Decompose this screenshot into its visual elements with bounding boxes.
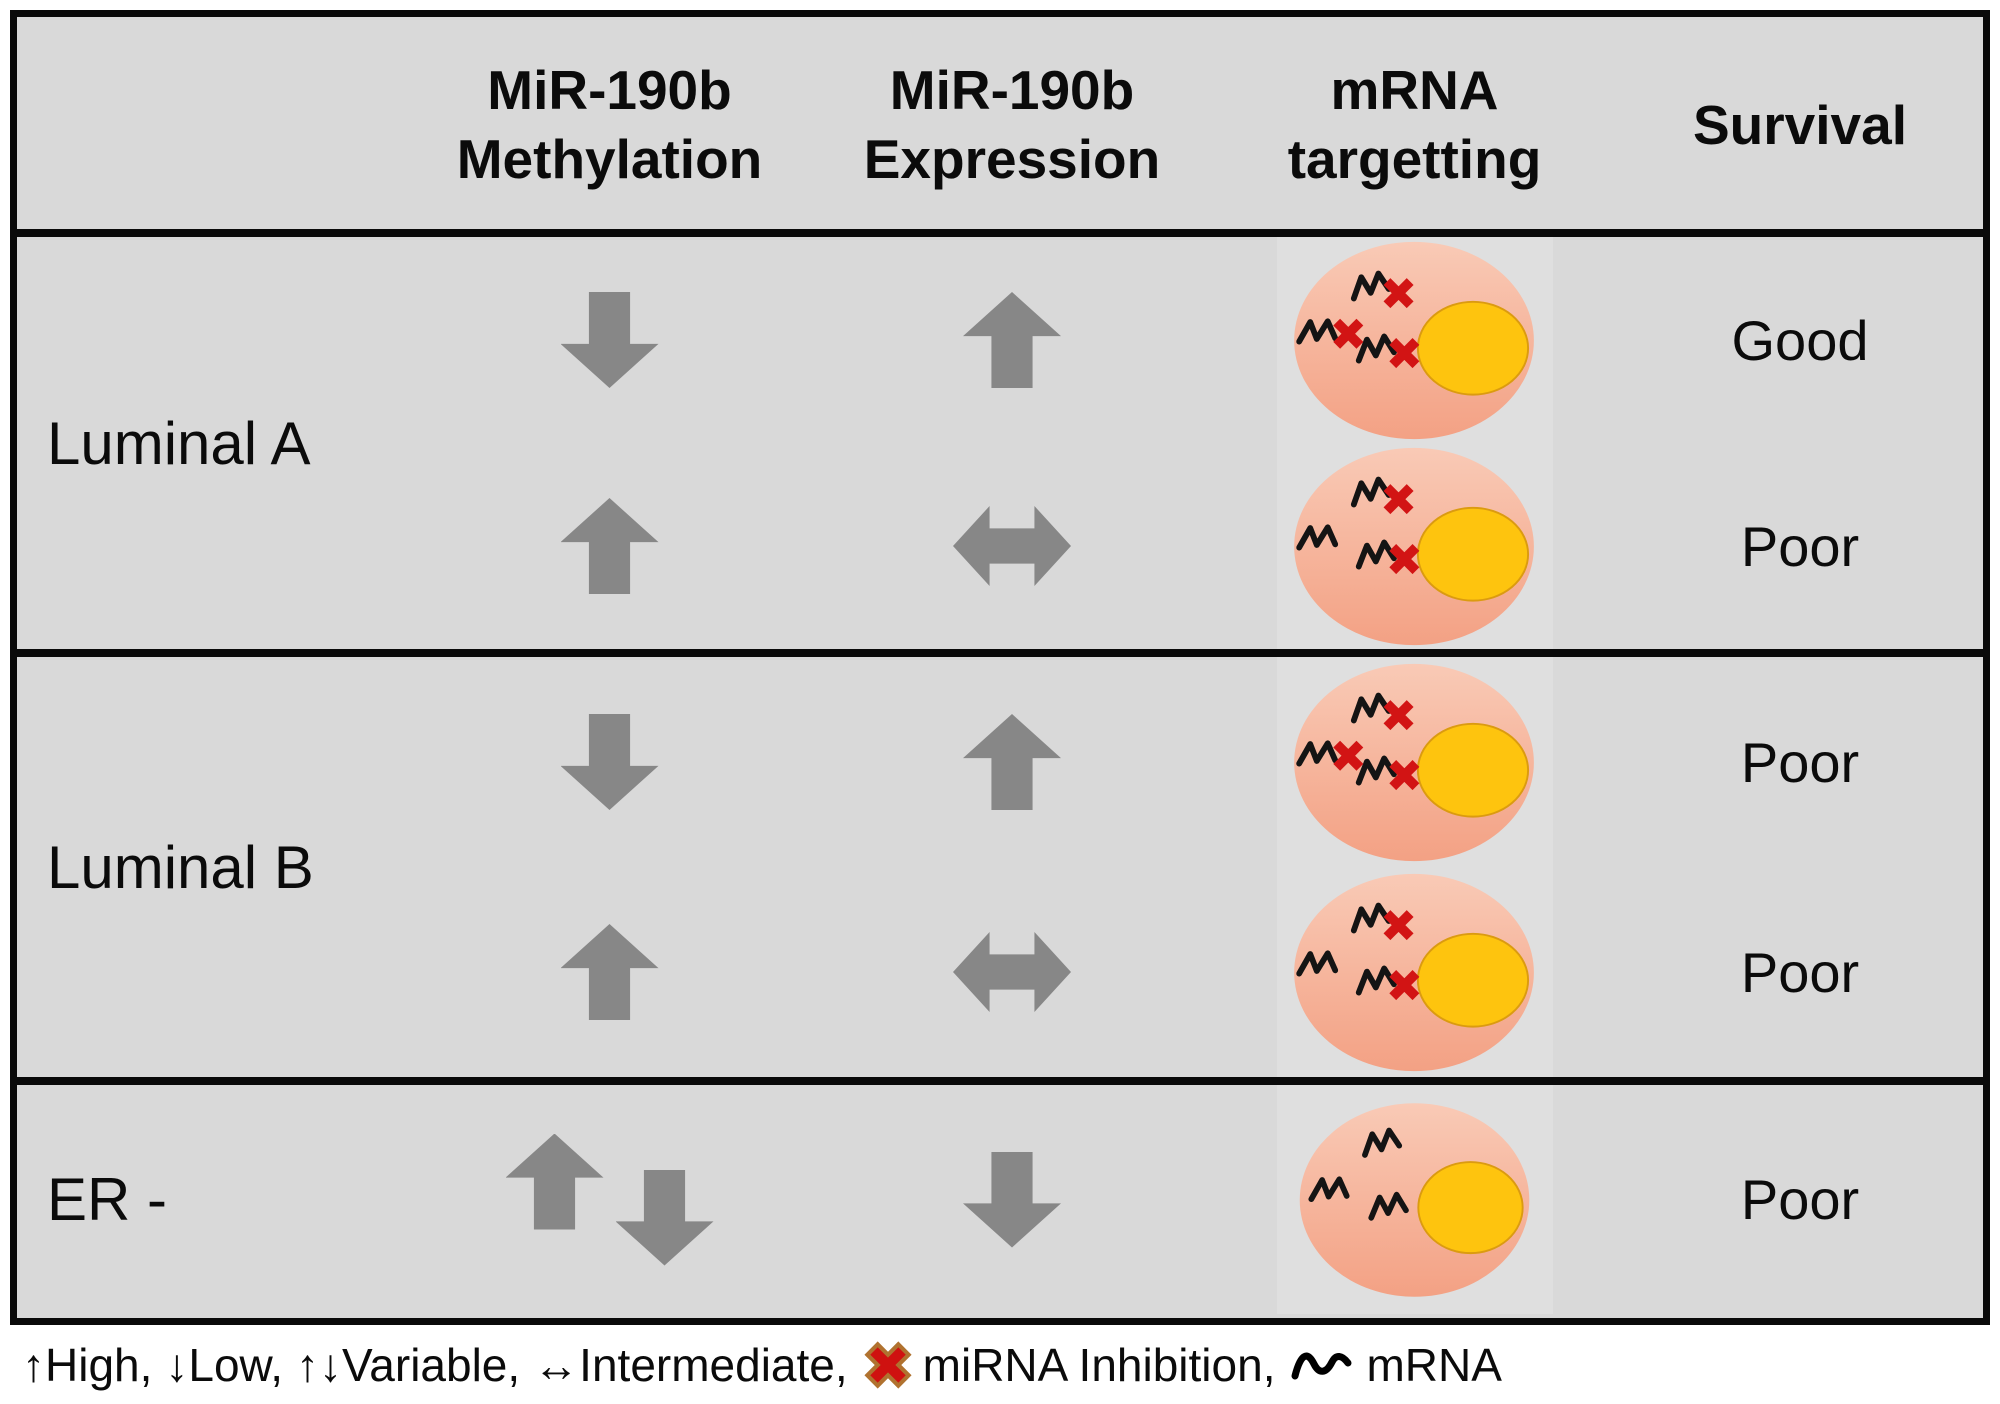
cell-illustration-partial-inhibited-icon	[1294, 447, 1534, 645]
header-line: Methylation	[456, 128, 763, 190]
row-luminal-b: Luminal B	[17, 649, 1983, 1077]
survival-value: Poor	[1740, 514, 1860, 578]
luminal-a-expression-column	[812, 237, 1212, 649]
er-mrna-column	[1212, 1085, 1617, 1314]
row-luminal-a: Luminal A	[17, 229, 1983, 649]
arrow-down-icon	[963, 1151, 1061, 1248]
legend: ↑High, ↓Low, ↑↓Variable, ↔Intermediate, …	[22, 1332, 1502, 1398]
legend-item-variable: ↑↓Variable,	[296, 1339, 521, 1391]
header-line: Survival	[1692, 93, 1907, 156]
row-label-luminal-a: Luminal A	[47, 409, 311, 477]
header-line: targetting	[1287, 128, 1542, 190]
er-expression-column	[812, 1085, 1212, 1314]
luminal-b-survival-column: Poor Poor	[1617, 657, 1983, 1077]
legend-label: miRNA Inhibition,	[922, 1339, 1276, 1391]
arrows-up-down-variable-icon	[505, 1133, 714, 1266]
legend-item-high: ↑High,	[22, 1339, 153, 1391]
arrow-left-right-icon	[953, 506, 1071, 586]
header-row: MiR-190b Methylation MiR-190b Expression…	[17, 17, 1983, 229]
header-line: MiR-190b	[889, 59, 1135, 122]
col-header-expression: MiR-190b Expression	[812, 17, 1212, 229]
mrna-squiggle-icon	[1291, 1352, 1352, 1380]
arrow-up-icon	[963, 714, 1061, 810]
arrow-down-icon	[615, 1169, 714, 1266]
luminal-b-methylation-column	[407, 657, 812, 1077]
luminal-b-expression-column	[812, 657, 1212, 1077]
col-header-methylation: MiR-190b Methylation	[407, 17, 812, 229]
arrow-down-icon	[560, 292, 659, 388]
cell-illustration-all-inhibited-icon	[1294, 241, 1534, 439]
luminal-b-mrna-column	[1212, 657, 1617, 1077]
header-line: Expression	[863, 128, 1161, 190]
row-label-luminal-b: Luminal B	[47, 833, 314, 901]
cell-image-patch	[1276, 657, 1553, 1077]
row-label-er-negative: ER -	[47, 1166, 167, 1233]
header-spacer	[17, 17, 407, 229]
cell-illustration-uninhibited-icon	[1299, 1102, 1529, 1297]
cell-illustration-all-inhibited-icon	[1294, 663, 1534, 861]
legend-item-mirna-inhibition: miRNA Inhibition,	[861, 1338, 1276, 1392]
arrow-up-icon	[505, 1133, 604, 1230]
survival-value: Poor	[1740, 730, 1860, 794]
luminal-a-mrna-column	[1212, 237, 1617, 649]
header-line: mRNA	[1330, 59, 1499, 122]
summary-table: MiR-190b Methylation MiR-190b Expression…	[10, 10, 1990, 1325]
col-header-mrna-targetting: mRNA targetting	[1212, 17, 1617, 229]
er-survival-column: Poor	[1617, 1085, 1983, 1314]
arrow-left-right-icon	[953, 932, 1071, 1012]
survival-value: Poor	[1740, 1168, 1860, 1231]
legend-label: mRNA	[1366, 1339, 1502, 1391]
cell-illustration-partial-inhibited-icon	[1294, 873, 1534, 1071]
legend-item-mrna: mRNA	[1288, 1338, 1502, 1392]
arrow-down-icon	[560, 714, 659, 810]
row-er-negative: ER -	[17, 1077, 1983, 1314]
er-methylation-column	[407, 1085, 812, 1314]
luminal-a-survival-column: Good Poor	[1617, 237, 1983, 649]
arrow-up-icon	[963, 292, 1061, 388]
header-line: MiR-190b	[487, 59, 732, 122]
luminal-a-methylation-column	[407, 237, 812, 649]
col-header-survival: Survival	[1617, 17, 1983, 229]
survival-value: Poor	[1740, 940, 1860, 1004]
arrow-up-icon	[560, 924, 659, 1020]
red-x-icon	[864, 1341, 912, 1389]
legend-item-low: ↓Low,	[165, 1339, 284, 1391]
legend-item-intermediate: ↔Intermediate,	[533, 1339, 848, 1391]
cell-image-patch	[1276, 237, 1553, 649]
survival-value: Good	[1731, 308, 1869, 372]
cell-image-patch	[1276, 1085, 1553, 1314]
arrow-up-icon	[560, 498, 659, 594]
